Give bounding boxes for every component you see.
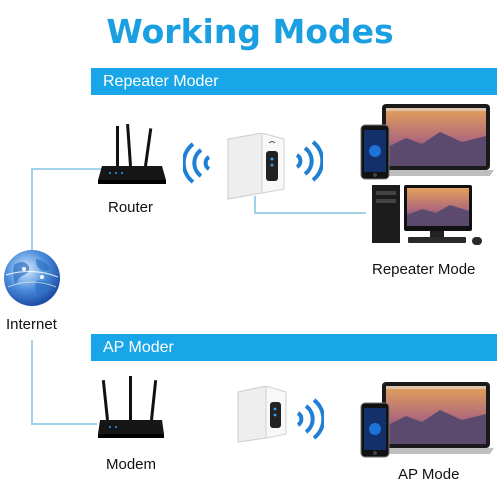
wifi-extender-icon bbox=[237, 386, 287, 443]
router-icon bbox=[98, 124, 166, 184]
desktop-computer-icon bbox=[372, 185, 482, 245]
laptop-icon bbox=[378, 104, 494, 176]
repeater-mode-label: Repeater Mode bbox=[372, 261, 476, 278]
internet-label: Internet bbox=[6, 316, 57, 333]
connector-to-modem bbox=[31, 423, 97, 425]
router-label: Router bbox=[108, 199, 154, 216]
globe-icon bbox=[4, 250, 60, 306]
smartphone-icon bbox=[360, 402, 390, 458]
connector-internet-up bbox=[31, 168, 33, 252]
laptop-icon bbox=[378, 382, 494, 454]
connector-to-desktop bbox=[254, 212, 366, 214]
connector-extender-down bbox=[254, 196, 256, 213]
ap-mode-label: AP Mode bbox=[398, 466, 460, 483]
repeater-mode-banner: Repeater Moder bbox=[91, 68, 497, 95]
wifi-waves-icon bbox=[296, 398, 324, 440]
ap-mode-banner: AP Moder bbox=[91, 334, 497, 361]
wifi-waves-icon bbox=[295, 140, 323, 182]
connector-to-router bbox=[31, 168, 103, 170]
modem-label: Modem bbox=[106, 456, 157, 473]
wifi-waves-icon bbox=[183, 142, 211, 184]
connector-internet-down bbox=[31, 340, 33, 424]
page-title: Working Modes bbox=[106, 12, 394, 51]
wifi-extender-icon bbox=[227, 133, 285, 200]
smartphone-icon bbox=[360, 124, 390, 180]
router-icon bbox=[98, 376, 164, 438]
